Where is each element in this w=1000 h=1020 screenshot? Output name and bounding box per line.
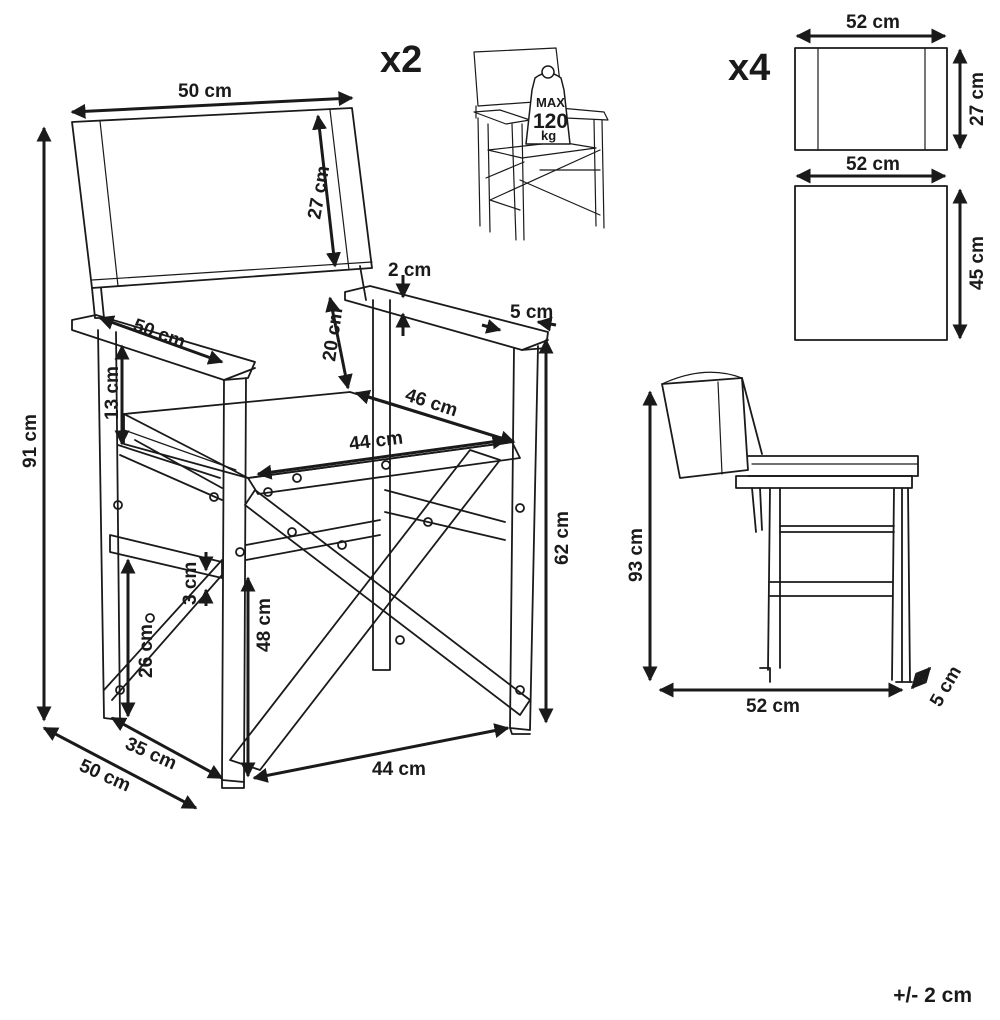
quantity-fabrics: x4 — [728, 47, 770, 89]
label-arm-height: 62 cm — [552, 511, 573, 565]
label-folded-length: 52 cm — [746, 696, 800, 717]
label-arm-to-seat: 13 cm — [102, 366, 123, 420]
label-stretcher-height: 26 cm — [136, 624, 157, 678]
folded-chair-drawing — [661, 371, 919, 683]
label-folded-thickness: 5 cm — [926, 662, 966, 710]
small-chair-with-weight — [473, 47, 609, 241]
fabric-seat-panel: 52 cm 45 cm — [794, 154, 988, 341]
fabric-back-panel: 52 cm 27 cm — [794, 12, 988, 151]
label-stretcher-thickness: 3 cm — [180, 562, 201, 605]
max-load-badge: MAX 120 kg — [533, 95, 568, 143]
max-load-label: MAX — [536, 95, 565, 110]
label-armrest-length: 50 cm — [130, 315, 188, 353]
label-fabric-seat-width: 52 cm — [846, 154, 900, 175]
label-seat-height: 48 cm — [254, 598, 275, 652]
main-chair-dimension-lines — [36, 91, 557, 810]
max-load-value: 120 — [533, 110, 568, 133]
max-load-unit: kg — [541, 128, 556, 143]
tolerance-note: +/- 2 cm — [893, 984, 972, 1007]
label-armrest-thickness: 2 cm — [388, 260, 431, 281]
label-armrest-width: 5 cm — [510, 302, 553, 323]
label-folded-height: 93 cm — [626, 528, 647, 582]
label-fabric-seat-height: 45 cm — [967, 236, 988, 290]
folded-chair-dimension-lines — [642, 390, 932, 698]
label-fabric-back-height: 27 cm — [967, 72, 988, 126]
label-back-width: 50 cm — [178, 81, 232, 102]
label-total-height: 91 cm — [20, 414, 41, 468]
label-base-width: 44 cm — [372, 759, 426, 780]
label-armrest-to-back: 20 cm — [319, 306, 347, 362]
label-seat-width-top: 44 cm — [348, 428, 404, 455]
label-fabric-back-width: 52 cm — [846, 12, 900, 33]
quantity-chairs: x2 — [380, 39, 422, 81]
